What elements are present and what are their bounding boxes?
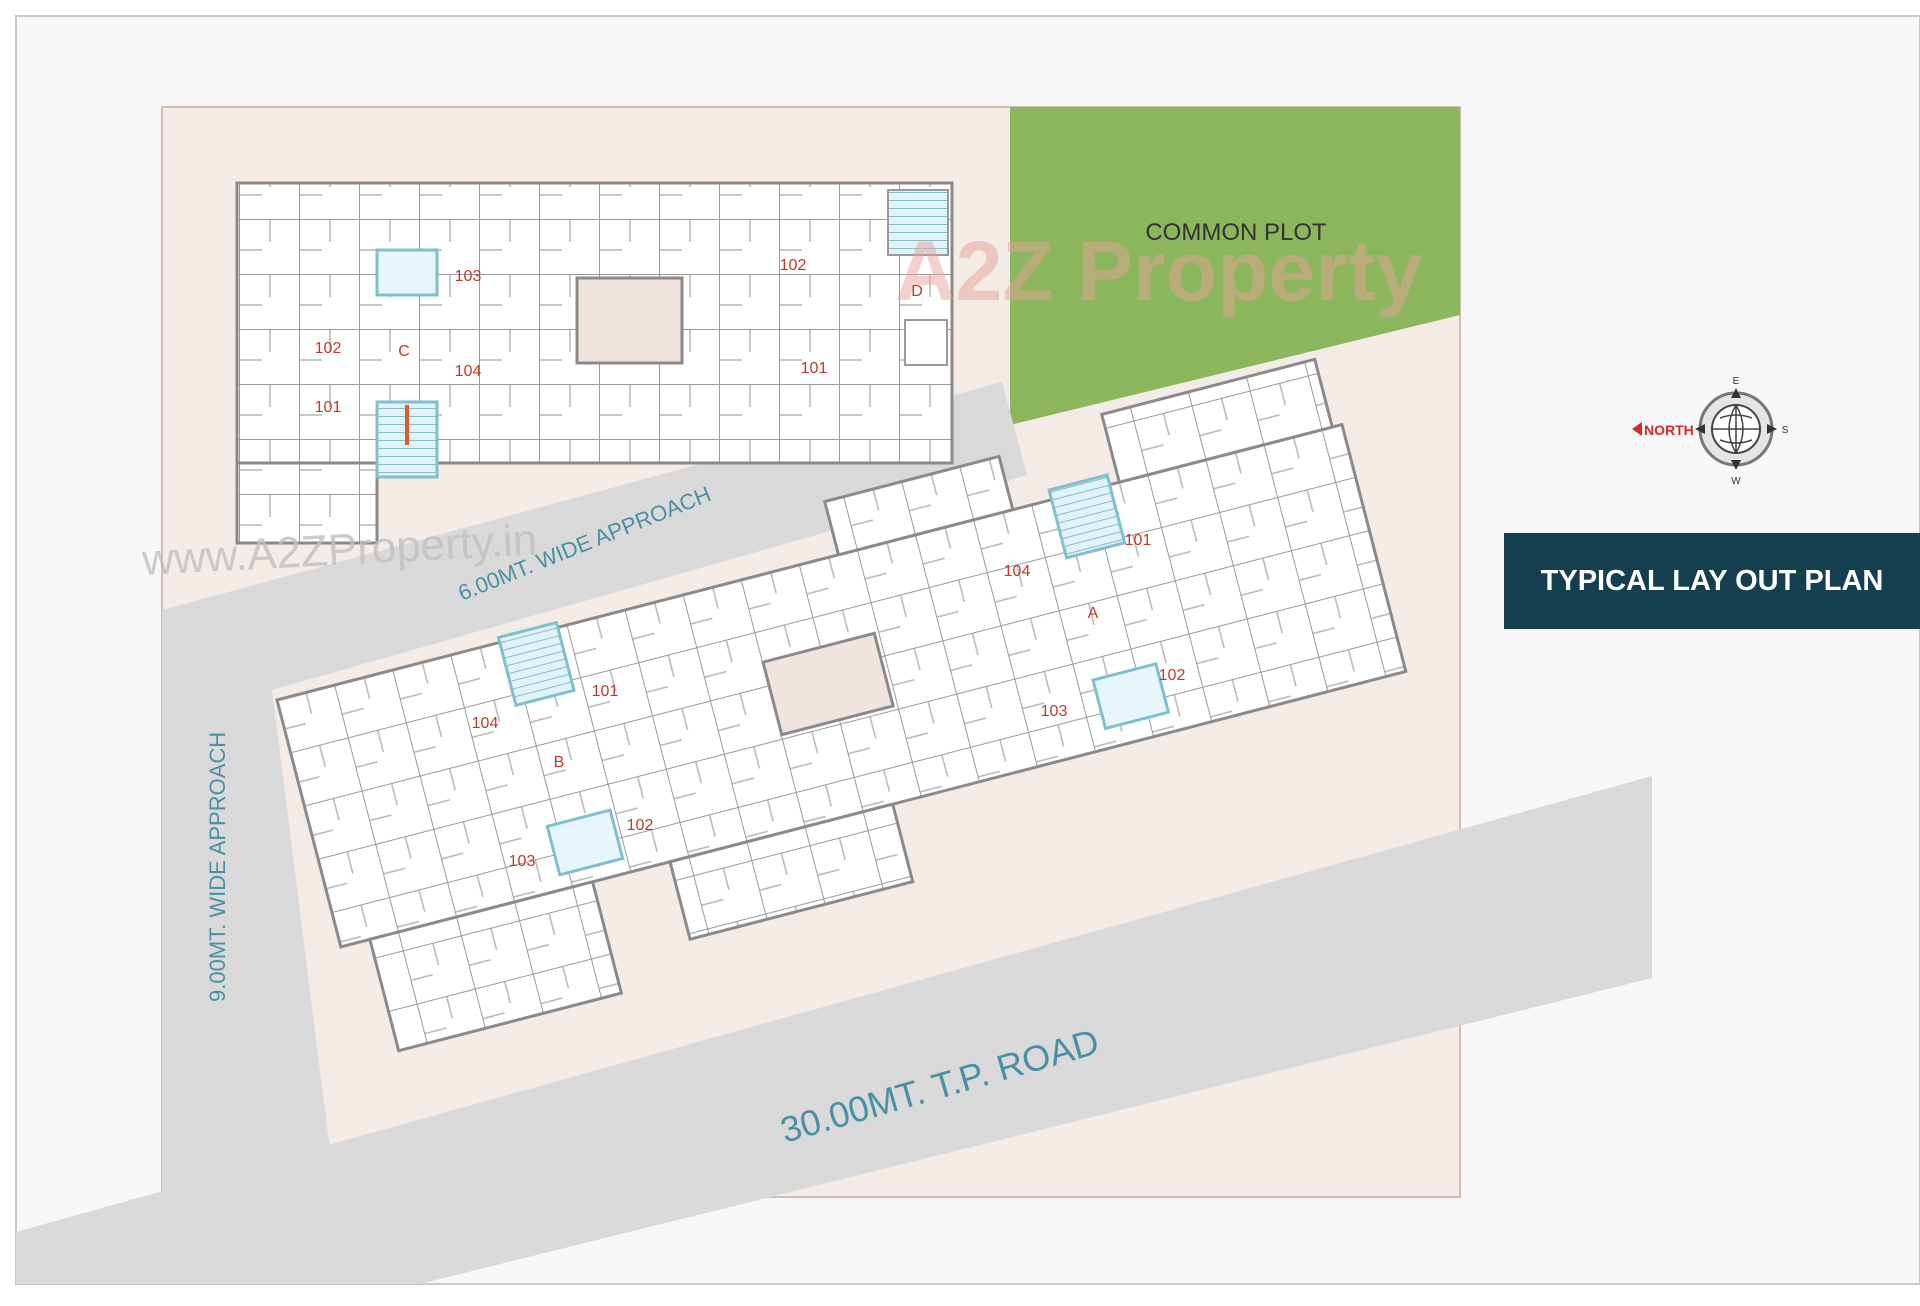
- approach-road: [162, 382, 1027, 1195]
- block-label: D: [911, 283, 923, 300]
- courtyard-ab: [761, 631, 895, 737]
- building-ab: [275, 357, 1408, 1053]
- title-banner: TYPICAL LAY OUT PLAN: [1504, 533, 1920, 629]
- courtyard-cd: [575, 276, 684, 365]
- unit-label: 101: [592, 683, 619, 700]
- block-label: A: [1088, 605, 1099, 622]
- unit-label: 103: [1041, 703, 1068, 720]
- lift-b: [545, 808, 625, 877]
- stair-a: [1047, 473, 1127, 560]
- stair-d: [887, 189, 949, 256]
- stair-b: [496, 620, 576, 708]
- unit-label: 102: [780, 257, 807, 274]
- main-road: [16, 776, 1652, 1284]
- unit-label: 101: [315, 399, 342, 416]
- block-label: B: [554, 754, 565, 771]
- common-plot: [1010, 107, 1460, 425]
- unit-label: 102: [627, 817, 654, 834]
- unit-label: 103: [509, 853, 536, 870]
- watermark-logo: A2Z Property: [895, 224, 1423, 318]
- building-cd: [235, 181, 954, 545]
- unit-label: 103: [455, 268, 482, 285]
- unit-label: 104: [472, 715, 499, 732]
- unit-label: 101: [801, 360, 828, 377]
- lift-d: [904, 319, 948, 366]
- south-label: S: [1782, 425, 1789, 436]
- block-label: C: [398, 343, 410, 360]
- unit-label: 104: [455, 363, 482, 380]
- unit-label: 102: [315, 340, 342, 357]
- unit-label: 102: [1159, 667, 1186, 684]
- common-plot-label: COMMON PLOT: [1145, 219, 1327, 246]
- north-arrow-icon: [1632, 422, 1642, 436]
- unit-label: 104: [1004, 563, 1031, 580]
- east-label: E: [1733, 376, 1740, 387]
- compass: NORTH E S W: [1632, 376, 1789, 487]
- north-label: NORTH: [1644, 422, 1694, 438]
- west-label: W: [1731, 476, 1741, 487]
- unit-label: 101: [1125, 532, 1152, 549]
- lift-c: [375, 248, 439, 297]
- lift-a: [1091, 661, 1171, 731]
- approach-9m-label: 9.00MT. WIDE APPROACH: [205, 732, 230, 1002]
